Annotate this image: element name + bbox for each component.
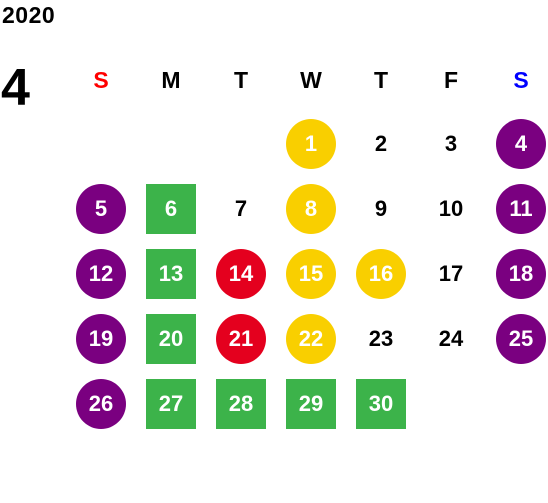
day-cell: 17 — [416, 241, 486, 306]
day-cell: 7 — [206, 176, 276, 241]
day-marker-circle-red: 21 — [216, 313, 266, 364]
day-cell: 20 — [136, 306, 206, 371]
day-cell: 30 — [346, 371, 416, 436]
weekday-header-thursday: T — [373, 66, 389, 93]
day-marker-circle-yellow: 22 — [286, 313, 336, 364]
day-marker-square-green: 30 — [356, 378, 406, 429]
day-cell: 12 — [66, 241, 136, 306]
day-marker-circle-purple: 11 — [496, 183, 546, 234]
month-number: 4 — [1, 59, 30, 117]
day-cell: 8 — [276, 176, 346, 241]
day-number: 3 — [444, 130, 458, 156]
day-marker-circle-purple: 26 — [76, 378, 126, 429]
day-marker-square-green: 20 — [146, 313, 196, 364]
day-marker-square-green: 29 — [286, 378, 336, 429]
day-cell: 23 — [346, 306, 416, 371]
day-marker-circle-red: 14 — [216, 248, 266, 299]
day-number: 10 — [438, 195, 464, 221]
empty-cell — [416, 371, 486, 436]
day-cell: 15 — [276, 241, 346, 306]
day-cell: 14 — [206, 241, 276, 306]
day-marker-circle-yellow: 1 — [286, 118, 336, 169]
year-label: 2020 — [2, 2, 56, 28]
day-cell: 6 — [136, 176, 206, 241]
weekday-header-monday: M — [161, 66, 181, 93]
day-cell: 28 — [206, 371, 276, 436]
day-cell: 2 — [346, 111, 416, 176]
day-cell: 21 — [206, 306, 276, 371]
day-marker-circle-purple: 4 — [496, 118, 546, 169]
day-cell: 24 — [416, 306, 486, 371]
day-marker-square-green: 13 — [146, 248, 196, 299]
day-cell: 18 — [486, 241, 548, 306]
day-cell: 26 — [66, 371, 136, 436]
weekday-header-sunday: S — [93, 66, 109, 93]
empty-cell — [206, 111, 276, 176]
day-cell: 16 — [346, 241, 416, 306]
day-cell: 22 — [276, 306, 346, 371]
day-cell: 1 — [276, 111, 346, 176]
weekday-header-wednesday: W — [300, 66, 322, 93]
weekday-header-saturday: S — [513, 66, 529, 93]
day-cell: 19 — [66, 306, 136, 371]
day-marker-circle-yellow: 16 — [356, 248, 406, 299]
day-cell: 13 — [136, 241, 206, 306]
day-marker-circle-purple: 19 — [76, 313, 126, 364]
day-cell: 3 — [416, 111, 486, 176]
day-marker-circle-purple: 12 — [76, 248, 126, 299]
empty-cell — [486, 371, 548, 436]
weekday-header-friday: F — [443, 66, 459, 93]
day-marker-circle-yellow: 8 — [286, 183, 336, 234]
day-marker-square-green: 27 — [146, 378, 196, 429]
weekday-header-tuesday: T — [233, 66, 249, 93]
day-cell: 25 — [486, 306, 548, 371]
day-cell: 27 — [136, 371, 206, 436]
day-number: 24 — [438, 325, 464, 351]
day-marker-circle-purple: 5 — [76, 183, 126, 234]
day-number: 9 — [374, 195, 388, 221]
day-cell: 4 — [486, 111, 548, 176]
day-cell: 29 — [276, 371, 346, 436]
day-number: 23 — [368, 325, 394, 351]
day-marker-circle-purple: 25 — [496, 313, 546, 364]
day-cell: 11 — [486, 176, 548, 241]
day-cell: 5 — [66, 176, 136, 241]
day-number: 17 — [438, 260, 464, 286]
day-marker-circle-yellow: 15 — [286, 248, 336, 299]
day-marker-circle-purple: 18 — [496, 248, 546, 299]
day-marker-square-green: 28 — [216, 378, 266, 429]
empty-cell — [66, 111, 136, 176]
day-cell: 9 — [346, 176, 416, 241]
empty-cell — [136, 111, 206, 176]
day-marker-square-green: 6 — [146, 183, 196, 234]
day-number: 7 — [234, 195, 248, 221]
day-cell: 10 — [416, 176, 486, 241]
day-number: 2 — [374, 130, 388, 156]
